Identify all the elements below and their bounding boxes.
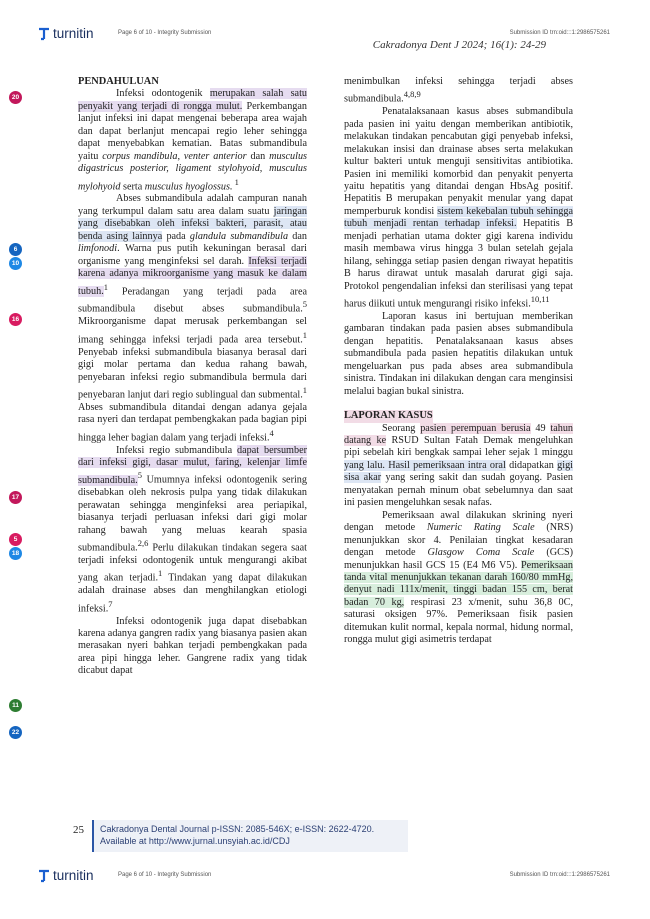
- match-marker[interactable]: 11: [9, 699, 22, 712]
- turnitin-footer-bar: turnitin Page 6 of 10 - Integrity Submis…: [0, 866, 650, 890]
- match-marker[interactable]: 16: [9, 313, 22, 326]
- paragraph: Infeksi regio submandibula dapat bersumb…: [78, 444, 307, 615]
- submission-id: Submission ID trn:oid:::1:2986575261: [509, 30, 610, 36]
- paragraph: Infeksi odontogenik juga dapat disebabka…: [78, 615, 307, 677]
- paragraph: Laporan kasus ini bertujuan memberikan g…: [344, 310, 573, 397]
- matched-text[interactable]: pasien perempuan berusia: [420, 422, 531, 434]
- page-info: Page 6 of 10 - Integrity Submission: [118, 30, 212, 36]
- page-info: Page 6 of 10 - Integrity Submission: [118, 872, 212, 878]
- right-column: menimbulkan infeksi sehingga terjadi abs…: [344, 76, 574, 647]
- footer-issn: Cakradonya Dental Journal p-ISSN: 2085-5…: [100, 824, 375, 834]
- submission-id: Submission ID trn:oid:::1:2986575261: [509, 872, 610, 878]
- turnitin-header-bar: turnitin Page 6 of 10 - Integrity Submis…: [0, 24, 650, 48]
- journal-footer: Cakradonya Dental Journal p-ISSN: 2085-5…: [92, 820, 408, 852]
- match-marker[interactable]: 22: [9, 726, 22, 739]
- matched-text[interactable]: yang lalu. Hasil pemeriksaan intra oral: [344, 459, 506, 471]
- footer-url[interactable]: Available at http://www.jurnal.unsyiah.a…: [100, 836, 290, 846]
- turnitin-logo-icon: [39, 869, 49, 882]
- turnitin-logo-icon: [39, 27, 49, 40]
- paragraph: menimbulkan infeksi sehingga terjadi abs…: [344, 76, 573, 105]
- section-heading-laporan-kasus: LAPORAN KASUS: [344, 410, 433, 423]
- logo-text: turnitin: [53, 868, 94, 883]
- section-heading-pendahuluan: PENDAHULUAN: [78, 76, 159, 87]
- match-marker[interactable]: 20: [9, 91, 22, 104]
- match-marker[interactable]: 10: [9, 257, 22, 270]
- turnitin-logo: turnitin: [38, 26, 94, 41]
- paragraph: Abses submandibula adalah campuran nanah…: [78, 193, 307, 444]
- logo-text: turnitin: [53, 26, 94, 41]
- paragraph: Seorang pasien perempuan berusia 49 tahu…: [344, 422, 574, 509]
- journal-reference: Cakradonya Dent J 2024; 16(1): 24-29: [372, 39, 546, 51]
- match-marker[interactable]: 5: [9, 533, 22, 546]
- turnitin-logo: turnitin: [38, 868, 94, 883]
- match-marker[interactable]: 18: [9, 547, 22, 560]
- paragraph: Pemeriksaan awal dilakukan skrining nyer…: [344, 509, 573, 646]
- left-column: PENDAHULUAN Infeksi odontogenik merupaka…: [78, 76, 307, 678]
- paragraph: Infeksi odontogenik merupakan salah satu…: [78, 88, 308, 193]
- match-marker[interactable]: 17: [9, 491, 22, 504]
- page-number: 25: [73, 824, 84, 836]
- paragraph: Penatalaksanaan kasus abses submandibula…: [344, 106, 574, 310]
- match-marker[interactable]: 6: [9, 243, 22, 256]
